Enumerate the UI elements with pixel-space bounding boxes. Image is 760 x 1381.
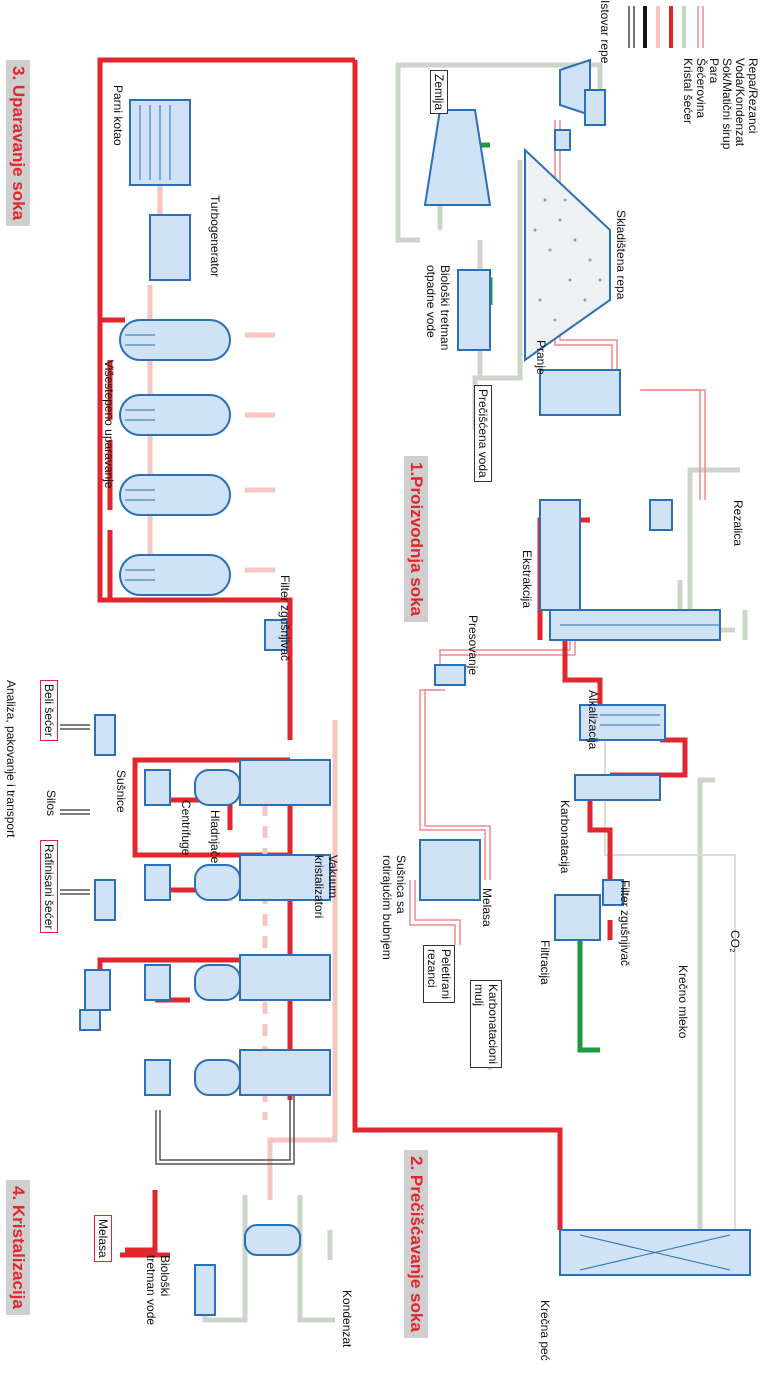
label-rafinisani: Rafinisani šećer [40,840,58,934]
label-rezalica: Rezalica [731,500,745,547]
label-melasa-bottom: Melasa [94,1215,112,1262]
legend-kristal-secer: Kristal šećer [681,58,695,125]
label-visestepeno: Višestepeno uparavanje [102,360,116,489]
label-bio-otpadne-line1: Biološki tretman [438,265,452,351]
label-kondenzat: Kondenzat [340,1290,354,1348]
equipment [79,58,751,1316]
label-presovanje: Presovanje [466,615,480,676]
label-karb-mulj-line1: Karbonatacioni [486,984,500,1065]
legend-secerovina: Šećerovina [694,58,708,119]
section-1-title: 1.Proizvodnja soka [404,456,428,622]
label-vakuum-line1: Vakuum [326,855,340,899]
label-alkalizacija: Alkalizacija [586,690,600,750]
label-karb-mulj: Karbonatacioni mulj [470,980,502,1069]
section-4-title: 4. Kristalizacija [6,1180,30,1315]
label-bio-voda-line1: Biološki [158,1255,172,1297]
label-susnica-line1: Sušnica sa [394,855,408,914]
legend-voda-kondenzat: Voda/Kondenzat [733,58,747,147]
co2-pipe [604,740,736,1230]
equipment-details [125,105,731,1271]
label-istovar: Istovar repe [598,0,612,64]
label-bio-voda: Biološki tretman vode [144,1255,172,1325]
section-2-title: 2. Prečišćavanje soka [404,1150,428,1338]
label-susnica-line2: rotirajućim bubnjem [380,855,394,960]
legend-para: Para [707,58,721,84]
label-pranje: Pranje [534,340,548,375]
label-bio-voda-line2: tretman vode [144,1255,158,1326]
label-peletirani: Peletirani rezanci [423,945,455,1004]
label-susnice: Sušnice [114,770,128,813]
legend-repa-rezanci: Repa/Rezanci [746,58,760,134]
label-melasa-top: Melasa [480,888,494,927]
legend-lines [628,6,704,48]
label-filter-mid: Filter zgušnjivač [278,575,292,662]
label-skladistena: Skladištena repa [614,210,628,300]
label-co2: CO₂ [728,930,742,953]
crystal-pipes [60,724,295,1165]
label-krecno-mleko: Krečno mleko [676,965,690,1039]
label-preciscena: Prečišćena voda [474,385,492,482]
label-centrifuge: Centrifuge [179,800,193,856]
beet-pile [533,198,602,322]
label-karb-mulj-line2: mulj [472,984,486,1007]
section-3-title: 3. Uparavanje soka [6,60,30,227]
label-peletirani-line1: Peletirani [439,949,453,1000]
label-susnica: Sušnica sa rotirajućim bubnjem [380,855,408,960]
label-filtracija: Filtracija [538,940,552,985]
label-analiza: Analiza, pakovanje i transport [4,680,18,838]
legend-sok-maticni-sirup: Sok/Matični sirup [720,58,734,150]
label-bio-otpadne-line2: otpadne vode [424,265,438,338]
label-parni-kotao: Parni kotao [111,85,125,146]
label-ekstrakcija: Ekstrakcija [520,550,534,609]
label-karbonatacija: Karbonatacija [558,800,572,874]
label-beli-secer: Beli šećer [40,680,58,741]
label-silos: Silos [44,790,58,817]
label-filter-top: Filter zgušnjivač [618,880,632,967]
label-bio-otpadne: Biološki tretman otpadne vode [424,265,452,350]
label-hladnjace: Hladnjače [208,810,222,864]
label-peletirani-line2: rezanci [425,949,439,988]
label-zemlja: Zemlja [430,70,448,115]
label-krecna-pec: Krečna peć [538,1300,552,1361]
label-turbogenerator: Turbogenerator [208,195,222,278]
label-vakuum: Vakuum kristalizatori [312,855,340,918]
label-vakuum-line2: kristalizatori [312,855,326,919]
